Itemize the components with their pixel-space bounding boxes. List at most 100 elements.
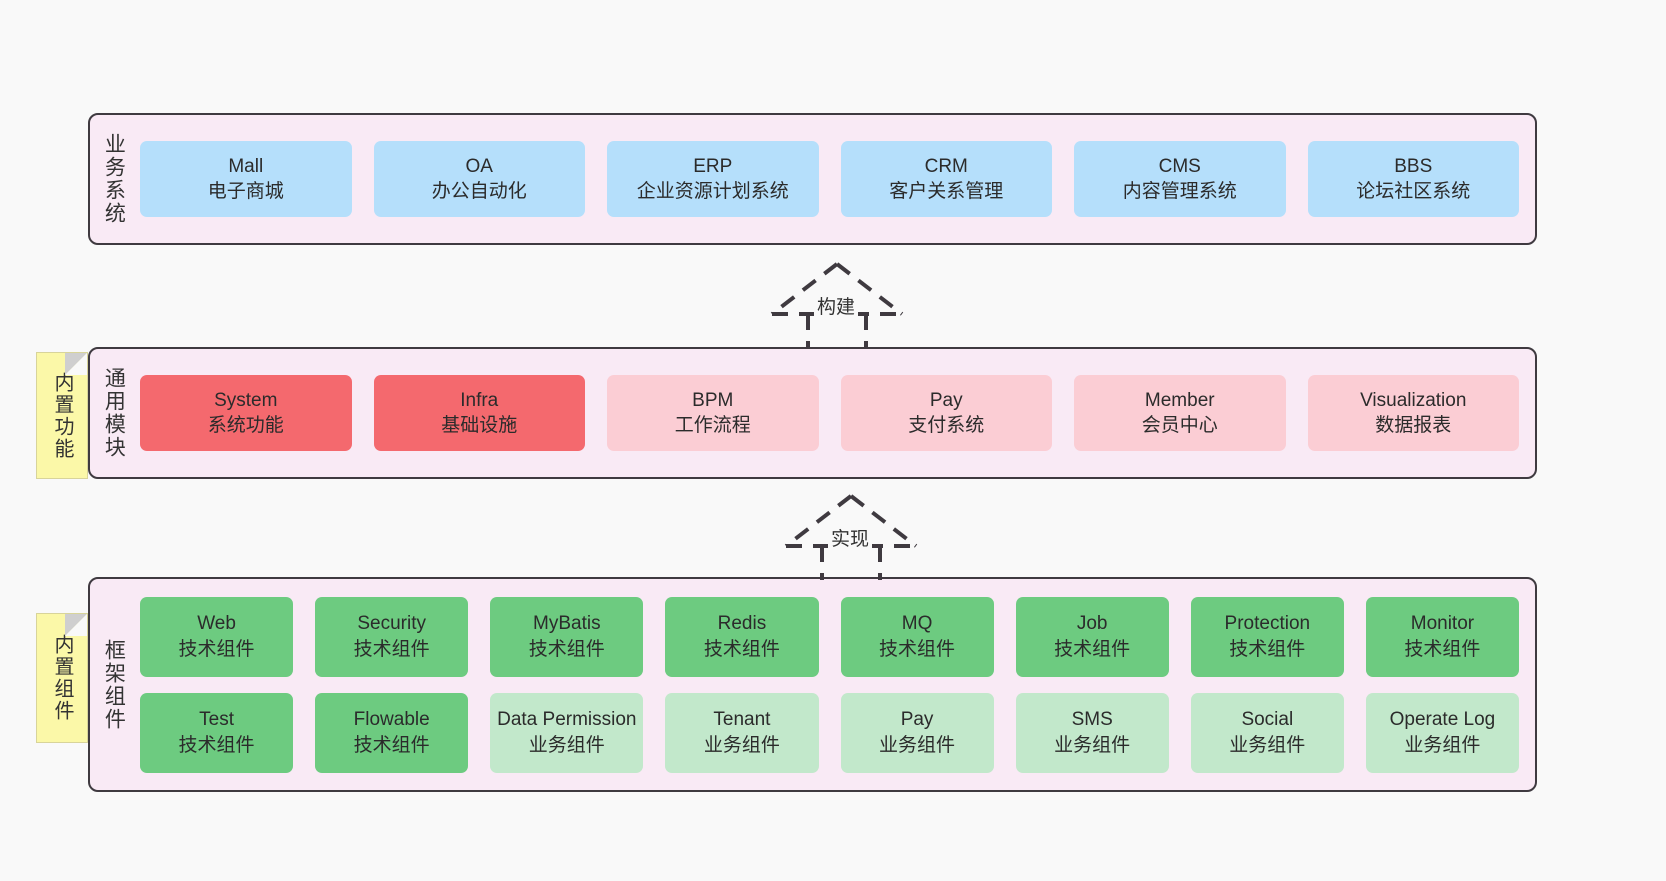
box-data-permission[interactable]: Data Permission 业务组件 [490,692,644,773]
box-erp-subtitle: 企业资源计划系统 [636,181,789,202]
layer-body-modules: System 系统功能 Infra 基础设施 BPM 工作流程 Pay 支付系统… [136,349,1535,477]
box-job-subtitle: 技术组件 [1054,638,1131,660]
box-tenant[interactable]: Tenant 业务组件 [665,692,819,773]
box-sms-subtitle: 业务组件 [1054,734,1131,756]
connector-build: 构建 [752,258,922,348]
box-protection[interactable]: Protection 技术组件 [1190,596,1344,677]
box-security-subtitle: 技术组件 [353,638,430,660]
box-data-permission-caption: Data Permission [497,709,637,731]
box-redis-caption: Redis [717,613,767,635]
sticky-note-builtin-features: 内置功能 [36,352,88,479]
box-operate-log-subtitle: 业务组件 [1404,734,1481,756]
box-monitor-caption: Monitor [1410,613,1475,635]
box-pay-component-subtitle: 业务组件 [879,734,956,756]
box-crm[interactable]: CRM 客户关系管理 [840,141,1052,217]
sticky-note-builtin-components: 内置组件 [36,613,88,743]
box-monitor[interactable]: Monitor 技术组件 [1365,596,1519,677]
box-flowable-subtitle: 技术组件 [353,734,430,756]
box-test-caption: Test [199,709,234,731]
box-social-caption: Social [1241,709,1294,731]
box-mall-caption: Mall [228,155,264,177]
box-bbs-subtitle: 论坛社区系统 [1356,181,1471,202]
box-erp[interactable]: ERP 企业资源计划系统 [607,141,819,217]
box-oa-caption: OA [465,155,493,177]
box-mq-subtitle: 技术组件 [879,638,956,660]
box-pay-component-caption: Pay [900,709,934,731]
box-system-subtitle: 系统功能 [207,415,284,436]
box-pay-module-subtitle: 支付系统 [908,415,985,436]
box-member-subtitle: 会员中心 [1141,415,1218,436]
box-test[interactable]: Test 技术组件 [140,692,294,773]
box-redis[interactable]: Redis 技术组件 [665,596,819,677]
box-oa-subtitle: 办公自动化 [431,181,527,202]
box-bpm-caption: BPM [692,389,734,411]
box-crm-caption: CRM [924,155,968,177]
box-mybatis-subtitle: 技术组件 [528,638,605,660]
box-mybatis[interactable]: MyBatis 技术组件 [490,596,644,677]
layer-title-modules: 通用模块 [102,367,126,459]
connector-implement: 实现 [766,490,936,580]
box-erp-caption: ERP [693,155,733,177]
box-mq[interactable]: MQ 技术组件 [840,596,994,677]
box-infra-subtitle: 基础设施 [441,415,518,436]
framework-biz-row: Test 技术组件 Flowable 技术组件 Data Permission … [140,692,1519,773]
box-flowable[interactable]: Flowable 技术组件 [315,692,469,773]
box-infra-caption: Infra [460,389,499,411]
layer-framework-components: 框架组件 Web 技术组件 Security 技术组件 MyBatis 技术组件… [88,577,1537,792]
box-oa[interactable]: OA 办公自动化 [373,141,585,217]
connector-build-label: 构建 [814,292,859,319]
box-flowable-caption: Flowable [353,709,430,731]
layer-common-modules: 通用模块 System 系统功能 Infra 基础设施 BPM 工作流程 Pay… [88,347,1537,479]
box-visualization-subtitle: 数据报表 [1375,415,1452,436]
box-member[interactable]: Member 会员中心 [1074,375,1286,451]
box-cms[interactable]: CMS 内容管理系统 [1074,141,1286,217]
box-pay-component[interactable]: Pay 业务组件 [840,692,994,773]
box-protection-subtitle: 技术组件 [1229,638,1306,660]
box-monitor-subtitle: 技术组件 [1404,638,1481,660]
box-bpm[interactable]: BPM 工作流程 [607,375,819,451]
box-crm-subtitle: 客户关系管理 [889,181,1004,202]
box-redis-subtitle: 技术组件 [703,638,780,660]
box-data-permission-subtitle: 业务组件 [528,734,605,756]
box-system[interactable]: System 系统功能 [140,375,352,451]
box-sms[interactable]: SMS 业务组件 [1015,692,1169,773]
box-mall-subtitle: 电子商城 [207,181,284,202]
box-mybatis-caption: MyBatis [533,613,601,635]
box-operate-log[interactable]: Operate Log 业务组件 [1365,692,1519,773]
box-test-subtitle: 技术组件 [178,734,255,756]
connector-implement-label: 实现 [828,524,873,551]
business-row: Mall 电子商城 OA 办公自动化 ERP 企业资源计划系统 CRM 客户关系… [140,141,1519,217]
box-security-caption: Security [357,613,426,635]
box-web-subtitle: 技术组件 [178,638,255,660]
layer-title-business: 业务系统 [102,133,126,225]
box-bpm-subtitle: 工作流程 [674,415,751,436]
box-tenant-caption: Tenant [713,709,771,731]
box-infra[interactable]: Infra 基础设施 [373,375,585,451]
box-mq-caption: MQ [901,613,933,635]
box-visualization-caption: Visualization [1360,389,1467,411]
framework-tech-row: Web 技术组件 Security 技术组件 MyBatis 技术组件 Redi… [140,596,1519,677]
box-member-caption: Member [1144,389,1215,411]
box-system-caption: System [214,389,278,411]
layer-body-framework: Web 技术组件 Security 技术组件 MyBatis 技术组件 Redi… [136,579,1535,790]
box-web-caption: Web [197,613,236,635]
box-protection-caption: Protection [1224,613,1311,635]
box-social-subtitle: 业务组件 [1229,734,1306,756]
layer-title-framework: 框架组件 [102,638,126,731]
box-operate-log-caption: Operate Log [1389,709,1496,731]
box-pay-module[interactable]: Pay 支付系统 [840,375,1052,451]
box-web[interactable]: Web 技术组件 [140,596,294,677]
box-security[interactable]: Security 技术组件 [315,596,469,677]
box-bbs[interactable]: BBS 论坛社区系统 [1307,141,1519,217]
modules-row: System 系统功能 Infra 基础设施 BPM 工作流程 Pay 支付系统… [140,375,1519,451]
box-bbs-caption: BBS [1394,155,1433,177]
box-job[interactable]: Job 技术组件 [1015,596,1169,677]
box-cms-subtitle: 内容管理系统 [1122,181,1237,202]
box-tenant-subtitle: 业务组件 [703,734,780,756]
box-visualization[interactable]: Visualization 数据报表 [1307,375,1519,451]
box-mall[interactable]: Mall 电子商城 [140,141,352,217]
box-job-caption: Job [1076,613,1108,635]
layer-business-systems: 业务系统 Mall 电子商城 OA 办公自动化 ERP 企业资源计划系统 CRM… [88,113,1537,245]
box-social[interactable]: Social 业务组件 [1190,692,1344,773]
box-pay-module-caption: Pay [929,389,963,411]
